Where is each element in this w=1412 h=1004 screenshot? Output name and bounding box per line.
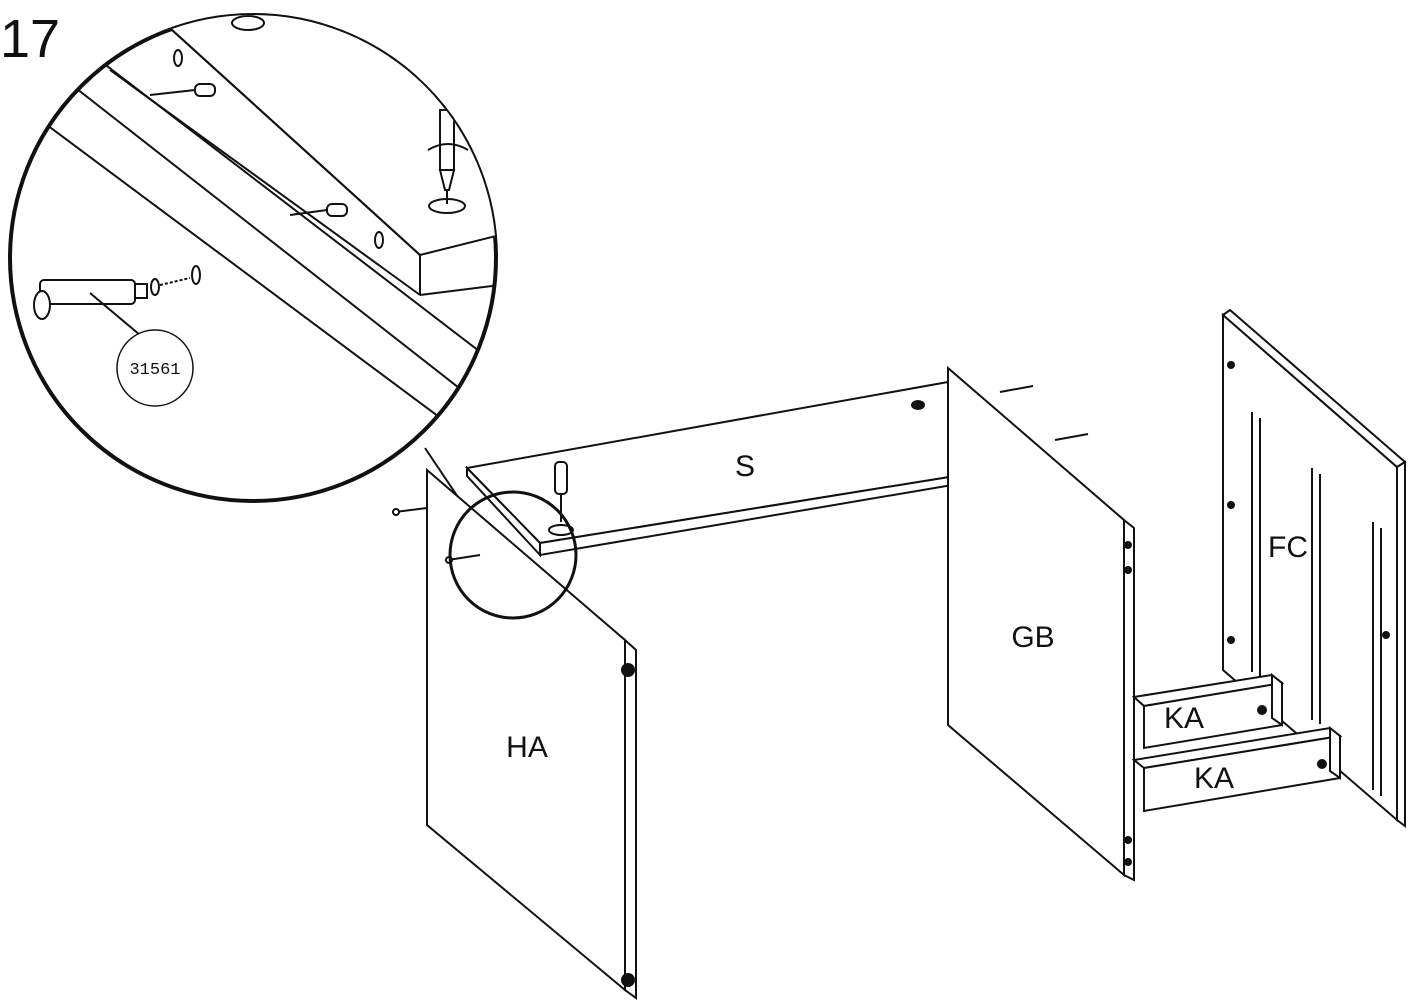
part-code-label: 31561 bbox=[129, 361, 180, 380]
panel-gb bbox=[947, 365, 1135, 882]
part-code-bubble bbox=[116, 329, 194, 407]
rail-ka-lower-label: KA bbox=[1194, 762, 1234, 795]
detail-marker-circle bbox=[448, 490, 578, 620]
panel-ha-label: HA bbox=[506, 731, 548, 764]
panel-gb-label: GB bbox=[1011, 621, 1054, 654]
rail-ka-upper-label: KA bbox=[1164, 702, 1204, 735]
detail-zoom-circle: 31561 bbox=[8, 13, 498, 503]
step-number: 17 bbox=[0, 9, 60, 69]
panel-fc-label: FC bbox=[1268, 531, 1308, 564]
rail-ka-lower bbox=[1131, 725, 1343, 813]
panel-ha bbox=[392, 467, 637, 1000]
panel-s-label: S bbox=[735, 450, 755, 483]
rail-ka-upper bbox=[1131, 672, 1285, 750]
